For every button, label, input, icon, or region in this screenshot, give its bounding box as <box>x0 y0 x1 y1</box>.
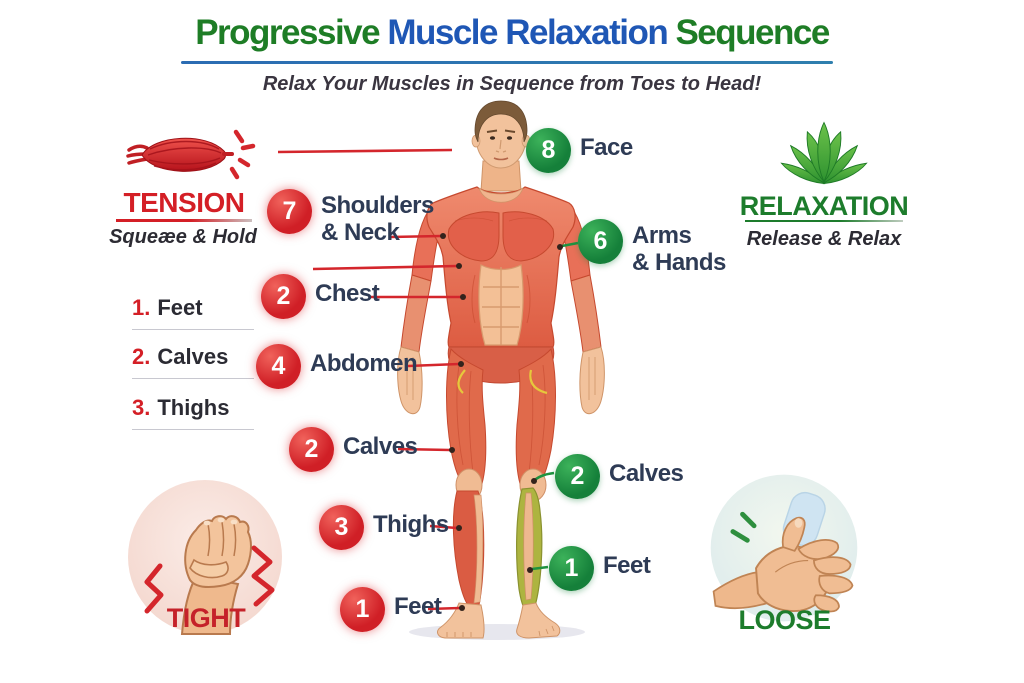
label-text: Feet <box>394 593 442 620</box>
step-label: Thighs <box>157 395 230 420</box>
muscle-icon <box>126 129 256 180</box>
title-underline <box>181 61 833 64</box>
tension-underline <box>116 219 252 222</box>
label-calves-right: 2 Calves <box>555 454 684 499</box>
fist-icon <box>128 480 282 635</box>
title-part-muscle-relaxation: Muscle Relaxation <box>387 13 676 52</box>
label-text: Thighs <box>373 511 449 538</box>
label-abdomen: 4 Abdomen <box>256 344 418 389</box>
relaxation-underline <box>745 220 903 222</box>
anatomical-figure <box>397 100 605 640</box>
tension-title: TENSION <box>123 187 245 218</box>
label-chest: 2 Chest <box>261 274 380 319</box>
head <box>471 100 531 169</box>
tension-tagline: Squeæe & Hold <box>109 226 257 248</box>
label-text: Chest <box>315 280 380 307</box>
page-subtitle: Relax Your Muscles in Sequence from Toes… <box>262 73 762 95</box>
tension-step-calves: 2.Calves <box>132 344 254 379</box>
label-face: 8 Face <box>526 128 633 173</box>
step-badge-7: 7 <box>267 189 312 234</box>
step-badge-3: 3 <box>319 505 364 550</box>
step-badge-2: 2 <box>261 274 306 319</box>
label-feet-right: 1 Feet <box>549 546 651 591</box>
hair <box>474 100 528 143</box>
page-title: Progressive Muscle Relaxation Sequence <box>0 13 1024 53</box>
label-text: Shoulders& Neck <box>321 192 434 246</box>
tension-step-thighs: 3.Thighs <box>132 395 254 430</box>
left-arm <box>397 204 448 415</box>
step-badge-1: 1 <box>549 546 594 591</box>
label-arms-hands: 6 Arms& Hands <box>578 219 726 277</box>
label-thighs-left: 3 Thighs <box>319 505 449 550</box>
step-badge-6: 6 <box>578 219 623 264</box>
label-text: Feet <box>603 552 651 579</box>
relaxation-tagline: Release & Relax <box>746 228 902 250</box>
label-feet-left: 1 Feet <box>340 587 442 632</box>
step-badge-4: 4 <box>256 344 301 389</box>
label-text: Face <box>580 134 633 161</box>
label-calves-left: 2 Calves <box>289 427 418 472</box>
feet <box>437 602 561 639</box>
tension-step-feet: 1.Feet <box>132 295 254 330</box>
step-badge-2: 2 <box>555 454 600 499</box>
step-number: 2. <box>132 344 151 369</box>
tension-zigzag-marks <box>144 545 275 614</box>
step-label: Calves <box>157 344 229 369</box>
title-part-sequence: Sequence <box>675 13 830 52</box>
loose-label: LOOSE <box>738 605 831 635</box>
step-number: 1. <box>132 295 151 320</box>
step-badge-8: 8 <box>526 128 571 173</box>
label-text: Calves <box>609 460 684 487</box>
relaxation-title: RELAXATION <box>739 191 909 221</box>
step-badge-2: 2 <box>289 427 334 472</box>
step-badge-1: 1 <box>340 587 385 632</box>
label-shoulders-neck: 7 Shoulders& Neck <box>267 189 434 247</box>
title-part-progressive: Progressive <box>195 13 388 52</box>
lotus-icon <box>780 121 868 185</box>
relax-accent-marks <box>730 511 757 543</box>
step-number: 3. <box>132 395 151 420</box>
tension-burst <box>229 129 256 180</box>
open-hand-icon <box>710 474 858 622</box>
right-leg-calf <box>452 490 485 606</box>
label-text: Calves <box>343 433 418 460</box>
label-text: Abdomen <box>310 350 418 377</box>
tight-label: TIGHT <box>166 603 246 633</box>
left-leg-calf-highlight <box>516 487 543 610</box>
label-text: Arms& Hands <box>632 222 726 276</box>
step-label: Feet <box>157 295 203 320</box>
